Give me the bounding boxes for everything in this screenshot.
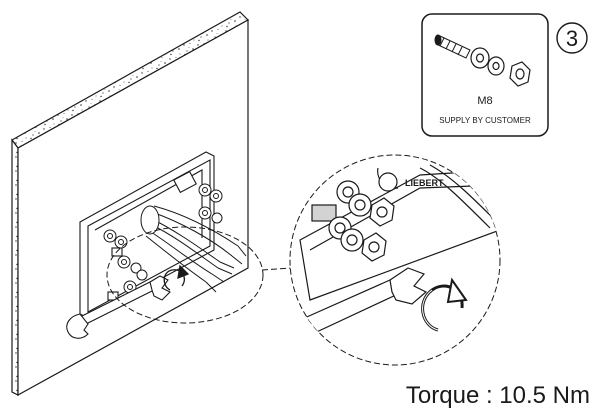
hardware-note: SUPPLY BY CUSTOMER bbox=[439, 116, 531, 125]
bracket-bolts bbox=[103, 183, 223, 294]
rotation-arrow-icon bbox=[163, 264, 190, 291]
bolt-icon bbox=[198, 206, 223, 224]
bolt-icon bbox=[198, 183, 223, 203]
washer-icon bbox=[470, 47, 505, 76]
zoom-detail: LIEBERT bbox=[289, 154, 501, 366]
bolt-icon bbox=[103, 229, 128, 249]
wrench-icon bbox=[66, 275, 171, 339]
detail-magnifier bbox=[106, 226, 264, 324]
rotation-arrow-icon bbox=[421, 277, 468, 332]
step-number: 3 bbox=[566, 26, 578, 51]
hardware-box: M8 SUPPLY BY CUSTOMER bbox=[421, 13, 549, 137]
step-badge: 3 bbox=[556, 22, 588, 54]
hardware-size: M8 bbox=[477, 95, 492, 107]
bolt-icon bbox=[117, 255, 142, 274]
nut-icon bbox=[509, 61, 531, 87]
torque-label: Torque : 10.5 Nm bbox=[406, 382, 590, 409]
bolt-icon bbox=[434, 34, 471, 59]
bolt-icon bbox=[328, 216, 387, 262]
svg-text:LIEBERT: LIEBERT bbox=[405, 178, 444, 188]
cable-bundle-icon bbox=[140, 205, 247, 293]
bolt-icon bbox=[311, 180, 395, 227]
